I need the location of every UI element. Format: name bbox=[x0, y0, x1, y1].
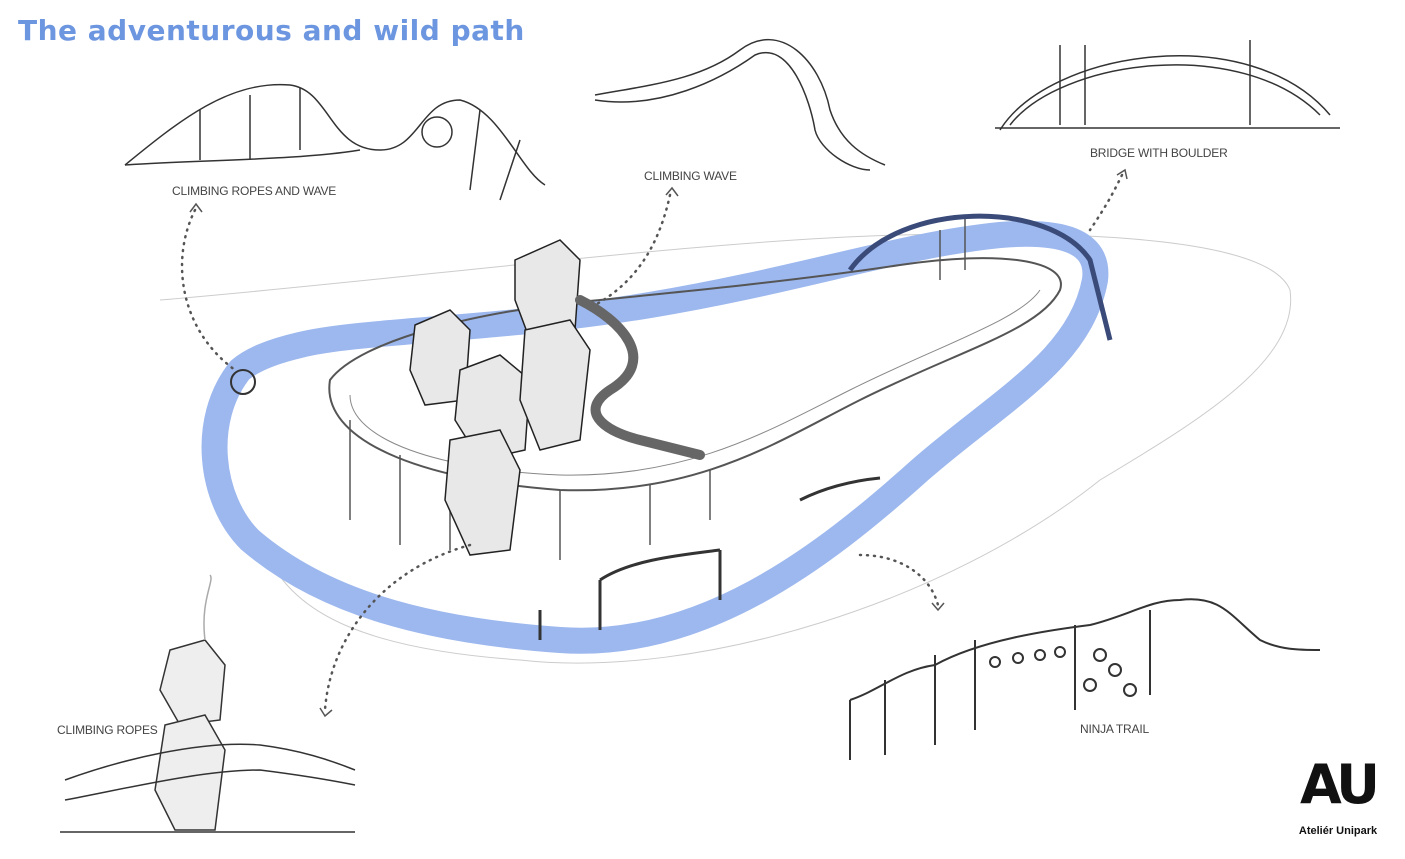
vignette-climbing-ropes bbox=[60, 574, 356, 833]
raised-walkway bbox=[328, 257, 1062, 492]
vignette-climbing-wave bbox=[594, 38, 886, 171]
arrow-heads bbox=[189, 168, 1128, 718]
label-ninja-trail: NINJA TRAIL bbox=[1080, 722, 1149, 736]
page-title: The adventurous and wild path bbox=[18, 14, 525, 47]
bridge bbox=[847, 213, 1113, 341]
vignette-bridge-with-boulder bbox=[995, 40, 1340, 131]
ninja-bars bbox=[538, 476, 881, 640]
label-bridge-with-boulder: BRIDGE WITH BOULDER bbox=[1090, 146, 1228, 160]
climbing-tower bbox=[409, 239, 591, 556]
logo-mark: AU bbox=[1300, 753, 1380, 816]
rope-web bbox=[230, 369, 256, 395]
atelier-unipark-logo: AU Ateliér Unipark bbox=[1285, 752, 1391, 838]
logo-name: Ateliér Unipark bbox=[1298, 825, 1378, 837]
vignette-ninja-trail bbox=[849, 598, 1321, 760]
leader-arrows bbox=[180, 173, 1124, 712]
vignette-climbing-ropes-and-wave bbox=[124, 83, 546, 201]
walkway-inner-edge bbox=[349, 289, 1041, 476]
ground-outline bbox=[159, 233, 1292, 664]
label-climbing-ropes: CLIMBING ROPES bbox=[57, 723, 158, 737]
label-climbing-wave: CLIMBING WAVE bbox=[644, 169, 737, 183]
adventure-path bbox=[201, 220, 1109, 654]
label-climbing-ropes-and-wave: CLIMBING ROPES AND WAVE bbox=[172, 184, 337, 198]
tube-slide bbox=[575, 295, 705, 460]
